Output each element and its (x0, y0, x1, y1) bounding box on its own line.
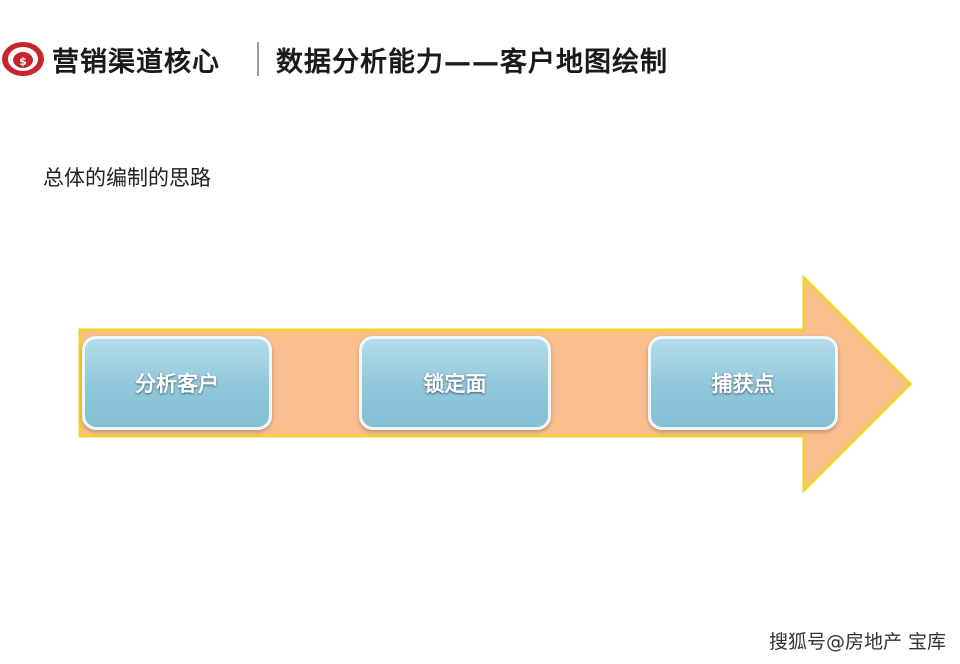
step-label: 锁定面 (423, 372, 487, 396)
step-label: 捕获点 (711, 372, 775, 396)
step-lock-area: 锁定面 (359, 336, 551, 430)
header-divider (257, 42, 259, 76)
header-subtitle: 数据分析能力——客户地图绘制 (276, 47, 668, 78)
step-analyze-customer: 分析客户 (82, 336, 272, 430)
money-bag-logo-icon: $ (2, 42, 44, 76)
svg-text:$: $ (19, 55, 27, 68)
section-label: 总体的编制的思路 (43, 166, 211, 190)
step-capture-point: 捕获点 (648, 336, 838, 430)
step-label: 分析客户 (135, 372, 219, 396)
watermark: 搜狐号@房地产 宝库 (768, 631, 946, 653)
header-title: 营销渠道核心 (52, 47, 220, 78)
slide-header: $ 营销渠道核心 数据分析能力——客户地图绘制 (0, 36, 960, 84)
